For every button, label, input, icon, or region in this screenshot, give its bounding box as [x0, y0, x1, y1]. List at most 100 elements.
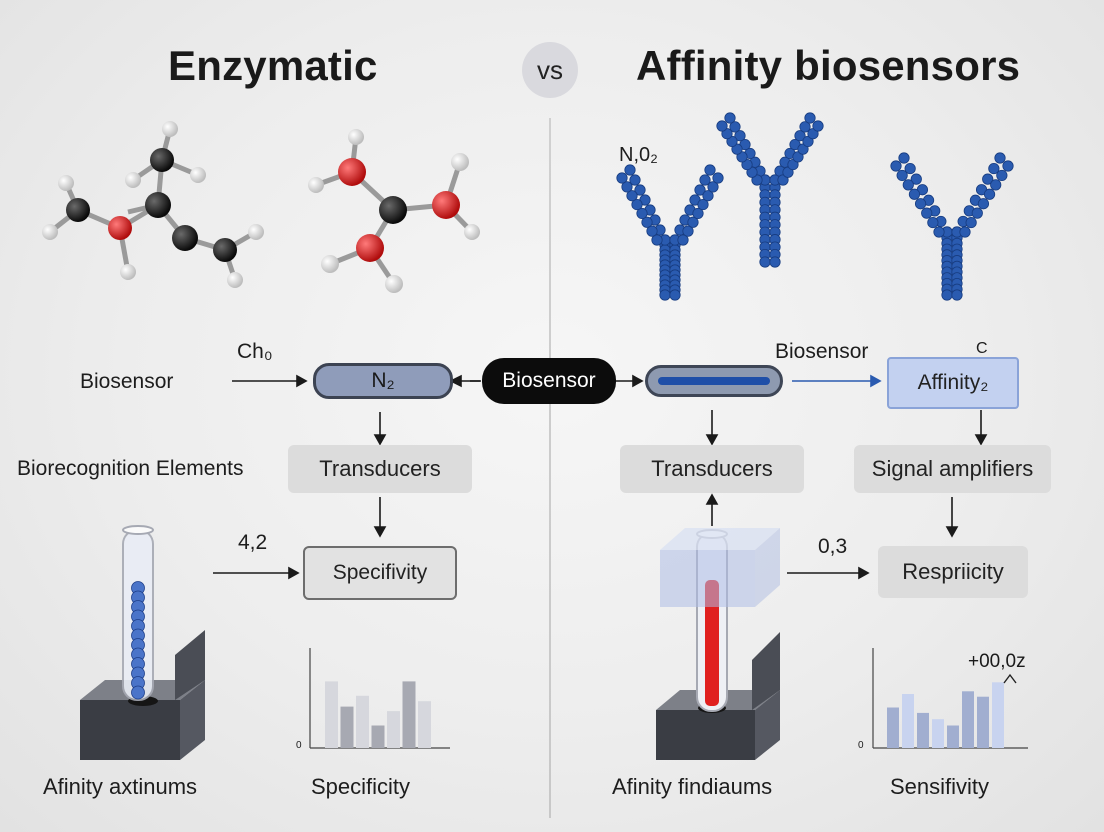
antibody-bead [994, 152, 1006, 164]
right-biosensor-label: Biosensor [775, 340, 869, 363]
antibody-bead [626, 190, 638, 202]
chart-bar [947, 725, 959, 748]
antibody-bead [641, 216, 653, 228]
antibody-bead [990, 179, 1002, 191]
left-input-label: Biosensor [80, 370, 174, 393]
test-tube-beads [131, 581, 145, 700]
antibody-bead [890, 160, 902, 172]
antibody-bead [699, 174, 711, 186]
antibody-bead [941, 289, 953, 301]
antibody-bead [959, 226, 971, 238]
affinity-box: Affinity₂ [887, 357, 1019, 409]
transducer-electrode [645, 365, 783, 397]
right-transducers-label: Transducers [651, 456, 773, 481]
chart-bar [917, 712, 929, 748]
antibody-bead [927, 216, 939, 229]
antibody-bead [616, 172, 628, 184]
antibody-bead [697, 198, 709, 211]
center-biosensor-pill: Biosensor [482, 358, 616, 404]
right-title: Affinity biosensors [636, 42, 1021, 89]
signal-amplifiers-label: Signal amplifiers [871, 456, 1034, 481]
antibody-bead [977, 198, 990, 210]
antibody-bead [704, 164, 716, 176]
antibody-bead [812, 120, 824, 132]
antibody-bead [634, 184, 646, 196]
antibody-bead [687, 216, 699, 228]
left-value-label: 4,2 [238, 531, 268, 554]
antibody-bead [982, 173, 994, 185]
right-chart-annotation: +00,0z [968, 651, 1026, 672]
vs-badge: vs [522, 42, 578, 98]
antibody-bead [759, 256, 771, 268]
chart-bar [902, 694, 914, 748]
chart-bar [402, 681, 416, 748]
n2-element: N₂ [313, 363, 453, 399]
antibody-bead [646, 225, 658, 237]
antibody-bead [902, 179, 914, 191]
left-caption-one: Afinity axtinums [43, 774, 198, 799]
left-chart-zero: 0 [296, 740, 302, 751]
antibody-bead [636, 207, 648, 220]
antibody-bead [794, 130, 806, 142]
antibody-bead [996, 169, 1008, 182]
signal-amplifiers-box: Signal amplifiers [854, 445, 1051, 493]
chart-bar [418, 701, 431, 748]
center-biosensor-label: Biosensor [502, 369, 596, 392]
antibody-bead [624, 164, 636, 176]
right-result-label: Respriicity [902, 559, 1004, 584]
antibody-bead [677, 234, 689, 246]
right-transducers-box: Transducers [620, 445, 804, 493]
right-result-box: Respriicity [878, 546, 1028, 598]
right-caption-two: Sensifivity [890, 774, 990, 799]
antibody-bead [933, 226, 945, 238]
antibody-bead [769, 256, 781, 268]
antibody-bead [692, 207, 704, 220]
antibody-bead [965, 216, 977, 229]
antibody-bead [898, 152, 910, 164]
recognition-label: Biorecognition Elements [17, 457, 244, 480]
corner-glyph: C [976, 340, 988, 357]
antibody-bead [651, 234, 663, 246]
left-arrow-label: Ch₀ [237, 340, 273, 363]
antibody-bead [712, 172, 724, 184]
left-result-box: Specifivity [303, 546, 457, 600]
affinity-label: Affinity₂ [917, 371, 989, 394]
antibody-label: N,0₂ [619, 144, 658, 166]
left-caption-two: Specificity [311, 774, 411, 799]
chart-bar [356, 695, 369, 748]
left-transducers-label: Transducers [319, 456, 441, 481]
antibody-bead [682, 225, 694, 237]
chart-bar [932, 719, 944, 748]
antibody-bead [896, 169, 908, 182]
chart-bar [887, 707, 899, 748]
left-chart-bars [325, 681, 431, 748]
antibody-bead [694, 184, 706, 196]
right-test-tube-stand [656, 528, 780, 760]
antibody-bead [734, 130, 746, 142]
flow-arrows [213, 374, 988, 580]
antibody-bead [724, 112, 736, 124]
right-chart-bars [887, 682, 1004, 748]
antibody-bead [659, 289, 671, 301]
molecule-one-atoms [42, 121, 264, 288]
chart-bar [992, 682, 1004, 748]
left-title: Enzymatic [168, 42, 378, 89]
antibody-illustrations [616, 112, 1014, 301]
chart-bar [340, 706, 354, 748]
affinity-arrow [792, 374, 882, 388]
right-value-label: 0,3 [818, 535, 848, 558]
antibody-bead [921, 207, 933, 219]
vs-label: vs [537, 54, 563, 85]
right-chart-annotation-caret [1003, 673, 1017, 684]
antibody-bead [988, 162, 1000, 175]
chart-bar [977, 696, 989, 748]
antibody-bead [971, 207, 983, 219]
antibody-bead [914, 198, 927, 210]
antibody-bead [804, 112, 816, 124]
chart-bar [325, 681, 338, 748]
bead [131, 685, 145, 700]
antibody-bead [910, 173, 922, 185]
antibody-bead [799, 121, 811, 133]
antibody-bead [983, 188, 996, 200]
